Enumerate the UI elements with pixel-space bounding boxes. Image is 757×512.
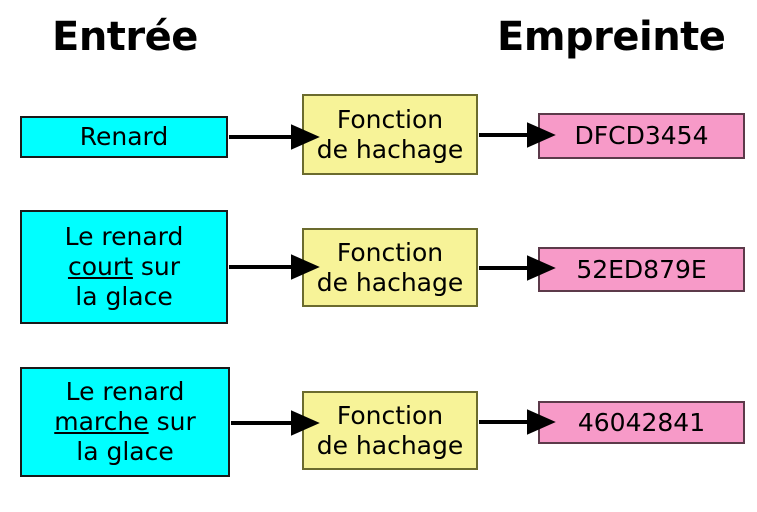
hash-function-box-row-2: Fonction de hachage [302,228,478,307]
input-line-2-suffix-row-2: sur [132,252,181,281]
hash-function-line-2: de hachage [316,134,464,164]
input-line-1-row-2: Le renard [64,222,184,251]
input-text-row-2: Le renard court sur la glace [61,222,188,312]
hash-function-line-1: Fonction [336,400,444,430]
hash-function-text-row-1: Fonction de hachage [313,105,468,165]
hash-function-text-row-2: Fonction de hachage [313,238,468,298]
input-line-1-row-3: Le renard [65,377,185,406]
digest-text-row-1: DFCD3454 [574,121,709,150]
input-line-2-suffix-row-3: sur [148,407,196,436]
column-header-input: Entrée [52,14,198,60]
digest-box-row-3: 46042841 [538,401,745,444]
hash-function-line-2: de hachage [316,430,464,460]
hash-function-line-2: de hachage [316,267,464,297]
hash-function-text-row-3: Fonction de hachage [313,401,468,461]
input-text-row-1: Renard [79,122,169,151]
digest-box-row-2: 52ED879E [538,247,745,292]
input-emphasis-word-row-3: marche [54,407,149,436]
hash-function-box-row-3: Fonction de hachage [302,391,478,470]
input-box-row-3: Le renard marche sur la glace [20,367,230,477]
input-line-3-row-3: la glace [76,437,174,466]
input-emphasis-word-row-2: court [67,252,133,281]
digest-text-row-2: 52ED879E [576,254,707,284]
input-box-row-1: Renard [20,116,228,158]
column-header-output: Empreinte [497,14,726,60]
hash-function-line-1: Fonction [336,104,444,134]
digest-box-row-1: DFCD3454 [538,113,745,159]
hash-function-box-row-1: Fonction de hachage [302,94,478,175]
input-line-3-row-2: la glace [75,282,173,311]
input-box-row-2: Le renard court sur la glace [20,210,228,324]
digest-text-row-3: 46042841 [577,407,706,437]
input-text-row-3: Le renard marche sur la glace [50,377,199,467]
hash-function-line-1: Fonction [336,237,444,267]
